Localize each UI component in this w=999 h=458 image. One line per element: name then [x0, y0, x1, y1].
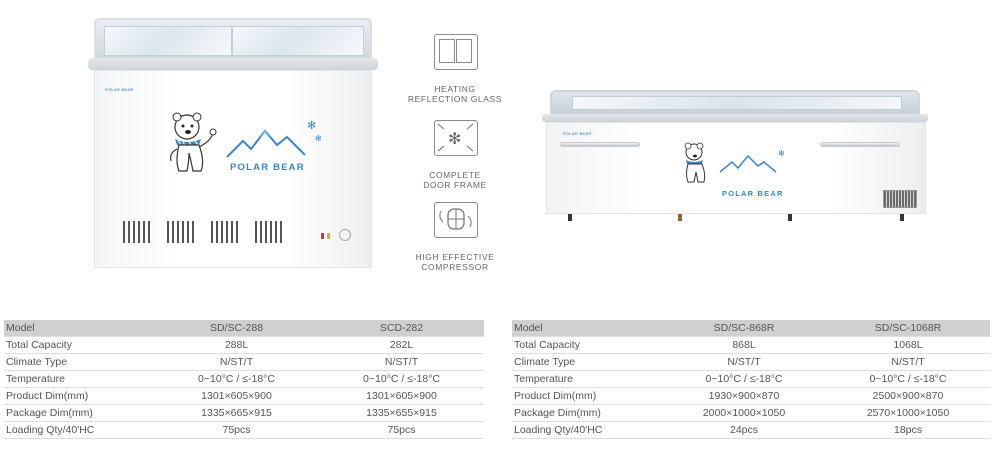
cell-value: SD/SC-868R: [662, 320, 826, 337]
row-label: Package Dim(mm): [4, 404, 154, 422]
cell-value: 18pcs: [826, 421, 990, 439]
table-row: Package Dim(mm) 2000×1000×1050 2570×1000…: [512, 404, 990, 422]
table-row: Total Capacity 868L 1068L: [512, 336, 990, 354]
feature-label: HEATING REFLECTION GLASS: [407, 84, 503, 104]
table-row: Temperature 0~10°C / ≤-18°C 0~10°C / ≤-1…: [512, 370, 990, 388]
handle-bar: [820, 142, 900, 147]
glass-panel-icon: [434, 34, 478, 70]
compressor-icon: [434, 202, 478, 238]
thermostat-knob-icon: [339, 229, 351, 241]
table-row: Temperature 0~10°C / ≤-18°C 0~10°C / ≤-1…: [4, 370, 484, 388]
row-label: Loading Qty/40'HC: [4, 421, 154, 439]
cell-value: 1335×665×915: [154, 404, 319, 422]
vent-grille: [883, 190, 917, 208]
polar-bear-mascot-icon: ✻ ✻: [170, 112, 322, 172]
cell-value: 1335×655×915: [319, 404, 484, 422]
cell-value: 282L: [319, 336, 484, 354]
control-panel: [321, 229, 355, 243]
cell-value: 1301×605×900: [154, 387, 319, 405]
polar-bear-mascot-icon: ✻: [684, 142, 785, 183]
row-label: Product Dim(mm): [512, 387, 662, 405]
freezer-foot: [900, 214, 904, 221]
cell-value: 2000×1000×1050: [662, 404, 826, 422]
cell-value: N/ST/T: [154, 353, 319, 371]
cell-value: 75pcs: [154, 421, 319, 439]
cell-value: 288L: [154, 336, 319, 354]
svg-text:✻: ✻: [778, 149, 785, 158]
cell-value: SD/SC-1068R: [826, 320, 990, 337]
cell-value: SCD-282: [319, 320, 484, 337]
freezer-rim: [88, 58, 378, 70]
row-label: Product Dim(mm): [4, 387, 154, 405]
row-label: Model: [4, 320, 154, 337]
table-header-row: Model SD/SC-288 SCD-282: [4, 320, 484, 337]
vent-slots: [167, 221, 197, 243]
table-row: Loading Qty/40'HC 24pcs 18pcs: [512, 421, 990, 439]
cell-value: 0~10°C / ≤-18°C: [319, 370, 484, 388]
mascot-brand-text: POLAR BEAR: [230, 162, 305, 173]
table-row: Product Dim(mm) 1930×900×870 2500×900×87…: [512, 387, 990, 405]
freezer-foot: [678, 214, 682, 221]
freezer-foot: [568, 214, 572, 221]
row-label: Total Capacity: [4, 336, 154, 354]
row-label: Temperature: [4, 370, 154, 388]
freezer-body: POLAR BEAR ✻ ✻ POLAR BEAR: [94, 70, 372, 268]
glass-panel: [104, 26, 232, 56]
snowflake-frame-icon: ✻: [434, 120, 478, 156]
mascot-brand-text: POLAR BEAR: [722, 189, 784, 198]
freezer-foot: [788, 214, 792, 221]
cell-value: N/ST/T: [319, 353, 484, 371]
row-label: Model: [512, 320, 662, 337]
row-label: Loading Qty/40'HC: [512, 421, 662, 439]
cell-value: 868L: [662, 336, 826, 354]
cell-value: N/ST/T: [826, 353, 990, 371]
vent-slots: [255, 221, 285, 243]
table-row: Product Dim(mm) 1301×605×900 1301×605×90…: [4, 387, 484, 405]
freezer-glass-lid: [550, 90, 920, 116]
feature-label: HIGH EFFECTIVE COMPRESSOR: [415, 252, 495, 272]
spec-table-left: Model SD/SC-288 SCD-282 Total Capacity 2…: [4, 320, 484, 439]
cell-value: 1930×900×870: [662, 387, 826, 405]
feature-label: COMPLETE DOOR FRAME: [423, 170, 487, 190]
table-row: Total Capacity 288L 282L: [4, 336, 484, 354]
cell-value: 1068L: [826, 336, 990, 354]
freezer-rim: [542, 114, 928, 122]
svg-text:✻: ✻: [315, 134, 322, 143]
table-row: Climate Type N/ST/T N/ST/T: [4, 353, 484, 371]
table-header-row: Model SD/SC-868R SD/SC-1068R: [512, 320, 990, 337]
row-label: Total Capacity: [512, 336, 662, 354]
cell-value: 2500×900×870: [826, 387, 990, 405]
table-row: Climate Type N/ST/T N/ST/T: [512, 353, 990, 371]
row-label: Temperature: [512, 370, 662, 388]
handle-bar: [560, 142, 640, 147]
row-label: Climate Type: [4, 353, 154, 371]
brand-logo-small: POLAR BEAR: [105, 87, 134, 92]
freezer-body: POLAR BEAR: [546, 122, 926, 214]
island-freezer-image: POLAR BEAR ✻ POLAR BEAR: [540, 90, 930, 230]
svg-text:✻: ✻: [448, 129, 461, 148]
svg-text:✻: ✻: [307, 119, 316, 132]
freezer-glass-lid: [94, 18, 372, 62]
cell-value: 75pcs: [319, 421, 484, 439]
table-row: Package Dim(mm) 1335×665×915 1335×655×91…: [4, 404, 484, 422]
cell-value: 2570×1000×1050: [826, 404, 990, 422]
spec-table-right: Model SD/SC-868R SD/SC-1068R Total Capac…: [512, 320, 990, 439]
cell-value: 0~10°C / ≤-18°C: [154, 370, 319, 388]
cell-value: SD/SC-288: [154, 320, 319, 337]
table-row: Loading Qty/40'HC 75pcs 75pcs: [4, 421, 484, 439]
brand-logo-small: POLAR BEAR: [563, 131, 592, 136]
chest-freezer-image: POLAR BEAR ✻ ✻ POLAR BEAR: [88, 12, 378, 272]
cell-value: 0~10°C / ≤-18°C: [662, 370, 826, 388]
vent-slots: [123, 221, 153, 243]
indicator-led: [327, 233, 330, 239]
glass-panel: [232, 26, 364, 56]
cell-value: 24pcs: [662, 421, 826, 439]
row-label: Package Dim(mm): [512, 404, 662, 422]
cell-value: N/ST/T: [662, 353, 826, 371]
cell-value: 1301×605×900: [319, 387, 484, 405]
vent-slots: [211, 221, 241, 243]
row-label: Climate Type: [512, 353, 662, 371]
indicator-led: [321, 233, 324, 239]
cell-value: 0~10°C / ≤-18°C: [826, 370, 990, 388]
